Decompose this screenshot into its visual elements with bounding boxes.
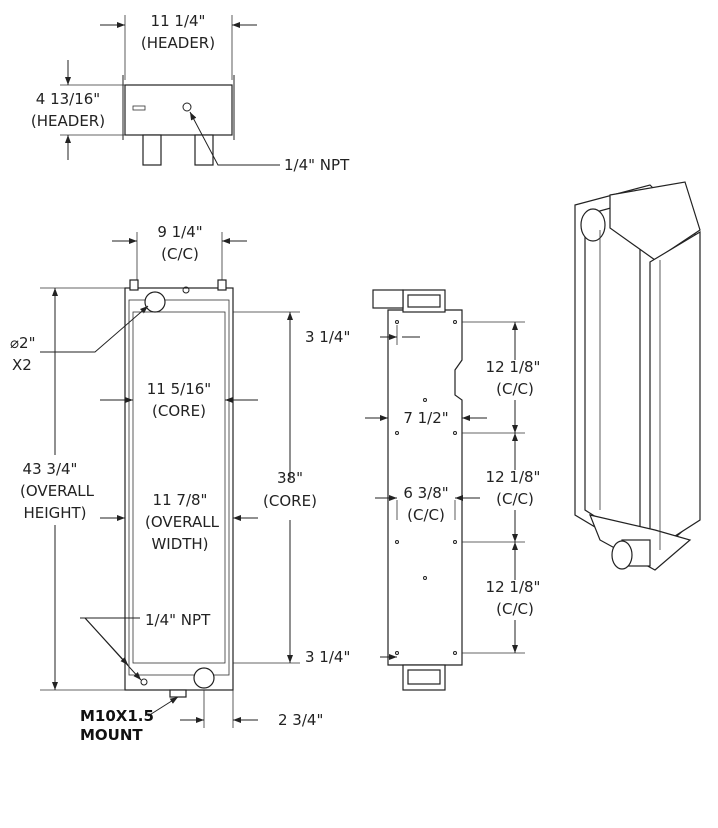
spacing-3-value: 12 1/8" <box>486 578 541 596</box>
radiator-front-outline <box>124 287 234 691</box>
npt-port-icon <box>182 102 192 112</box>
mount-cc-value: 6 3/8" <box>403 484 448 502</box>
port-diameter: ⌀2" <box>10 334 35 352</box>
mount-cc-label: (C/C) <box>407 506 445 524</box>
isometric-view <box>574 181 701 571</box>
overall-width-value: 11 7/8" <box>153 491 208 509</box>
core-width-value: 11 5/16" <box>147 380 211 398</box>
core-width-label: (CORE) <box>152 402 206 420</box>
overall-width-label-2: WIDTH) <box>151 535 208 553</box>
spacing-2-label: (C/C) <box>496 490 534 508</box>
header-height-label: (HEADER) <box>31 112 105 130</box>
top-view: 11 1/4" (HEADER) 4 13/16" (HEADER) 1/4" … <box>31 12 350 174</box>
overall-width-label-1: (OVERALL <box>145 513 220 531</box>
overall-height-label-2: HEIGHT) <box>23 504 86 522</box>
mount-label: MOUNT <box>80 726 143 744</box>
top-npt-label: 1/4" NPT <box>284 156 350 174</box>
side-bottom-offset: 3 1/4" <box>305 648 350 666</box>
core-outline <box>132 311 226 664</box>
outlet-port <box>193 667 215 689</box>
core-height-value: 38" <box>277 469 303 487</box>
port-quantity: X2 <box>12 356 32 374</box>
header-width-value: 11 1/4" <box>151 12 206 30</box>
side-top-offset: 3 1/4" <box>305 328 350 346</box>
spacing-2-value: 12 1/8" <box>486 468 541 486</box>
spacing-1-label: (C/C) <box>496 380 534 398</box>
cc-width-value: 9 1/4" <box>157 223 202 241</box>
side-view: 12 1/8" (C/C) 12 1/8" (C/C) 12 1/8" (C/C… <box>305 289 541 691</box>
header-width-label: (HEADER) <box>141 34 215 52</box>
spacing-1-value: 12 1/8" <box>486 358 541 376</box>
inlet-port <box>144 291 166 313</box>
outlet-offset-value: 2 3/4" <box>278 711 323 729</box>
core-height-label: (CORE) <box>263 492 317 510</box>
front-npt-label: 1/4" NPT <box>145 611 211 629</box>
header-height-value: 4 13/16" <box>36 90 100 108</box>
overall-height-label-1: (OVERALL <box>20 482 95 500</box>
overall-height-value: 43 3/4" <box>23 460 78 478</box>
mount-spec: M10X1.5 <box>80 707 154 725</box>
front-view: 9 1/4" (C/C) 43 3/4" (OVERALL HEIGHT) ⌀2… <box>10 223 323 744</box>
spacing-3-label: (C/C) <box>496 600 534 618</box>
side-depth-value: 7 1/2" <box>403 409 448 427</box>
cc-width-label: (C/C) <box>161 245 199 263</box>
